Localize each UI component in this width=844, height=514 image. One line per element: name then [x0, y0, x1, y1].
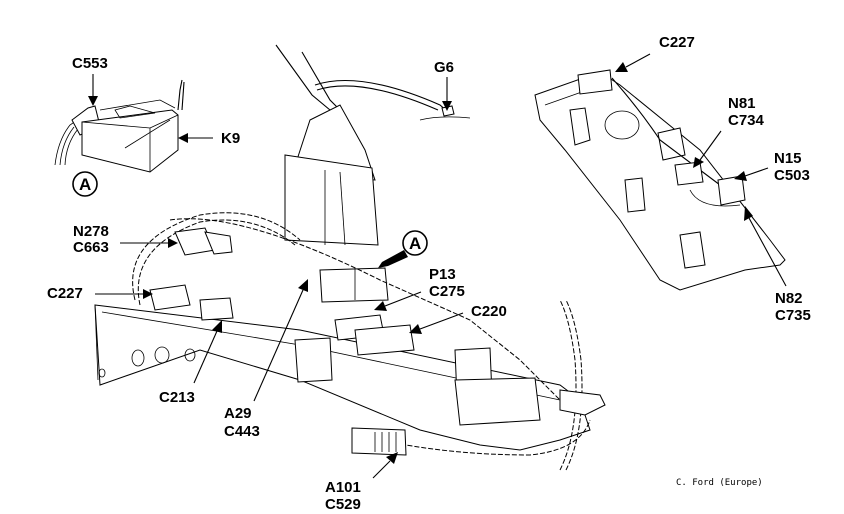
connector-c227-inset [577, 69, 613, 95]
label-a101-text: A101 [325, 479, 361, 496]
arrow-icon [386, 452, 398, 464]
label-n15-c503: N15 C503 [734, 150, 810, 184]
callout-circle-icon [72, 171, 98, 197]
label-c227-top: C227 [615, 34, 695, 72]
label-c213: C213 [159, 320, 222, 406]
label-c734-text: C734 [728, 112, 765, 129]
main-assembly [94, 44, 606, 471]
label-c227-left: C227 [47, 285, 153, 302]
label-c227-left-text: C227 [47, 285, 83, 302]
label-c663-text: C663 [73, 239, 109, 256]
connector-c227 [149, 284, 191, 311]
connector-c503 [717, 175, 746, 206]
bracket-body [534, 71, 786, 291]
arrow-icon [378, 250, 408, 268]
label-c553: C553 [72, 55, 108, 106]
callout-letter: A [409, 234, 421, 253]
arrow-icon [178, 133, 188, 143]
callout-a-detail: A [72, 171, 98, 197]
arrow-icon [734, 171, 747, 181]
label-c275-text: C275 [429, 283, 465, 300]
arrow-icon [374, 301, 387, 311]
label-k9-text: K9 [221, 130, 240, 147]
label-c220-text: C220 [471, 303, 507, 320]
harness-wires [54, 117, 81, 166]
arrow-icon [143, 289, 153, 299]
connector-c213 [199, 297, 234, 321]
connector-c529 [351, 427, 407, 456]
callout-circle-icon [402, 230, 428, 256]
label-n278-c663: N278 C663 [73, 223, 178, 256]
arrow-icon [442, 101, 452, 111]
ground-wire [314, 80, 449, 113]
lower-harness [379, 419, 591, 456]
arrow-icon [212, 320, 222, 333]
column-shroud [284, 154, 379, 246]
label-n278-text: N278 [73, 223, 109, 240]
label-g6: G6 [434, 59, 454, 111]
arrow-icon [88, 96, 98, 106]
arrow-icon [744, 206, 753, 221]
label-n81-c734: N81 C734 [693, 95, 765, 168]
label-c227-top-text: C227 [659, 34, 695, 51]
arrow-icon [168, 238, 178, 248]
label-k9: K9 [178, 130, 240, 147]
arrow-icon [693, 157, 704, 168]
label-c735-text: C735 [775, 307, 811, 324]
label-n81-text: N81 [728, 95, 756, 112]
connector-c220 [354, 324, 415, 356]
label-g6-text: G6 [434, 59, 454, 76]
module-p13 [319, 267, 389, 303]
label-a101-c529: A101 C529 [325, 452, 398, 513]
arrow-icon [409, 324, 422, 334]
label-n82-text: N82 [775, 290, 803, 307]
harness-loop [132, 212, 301, 301]
label-n15-text: N15 [774, 150, 802, 167]
arrow-icon [298, 279, 308, 292]
label-p13-text: P13 [429, 266, 456, 283]
callout-letter: A [79, 175, 91, 194]
label-c553-text: C553 [72, 55, 108, 72]
label-c213-text: C213 [159, 389, 195, 406]
arrow-icon [615, 62, 628, 72]
module-k9-body [81, 109, 179, 173]
label-c503-text: C503 [774, 167, 810, 184]
label-a29-c443: A29 C443 [224, 279, 308, 440]
copyright-credit: C. Ford (Europe) [676, 478, 763, 488]
right-inset-bracket [534, 69, 786, 291]
label-c529-text: C529 [325, 496, 361, 513]
callout-a-pointer: A [378, 230, 428, 268]
label-a29-text: A29 [224, 405, 252, 422]
connector-c734 [674, 161, 704, 186]
label-p13-c275: P13 C275 [374, 266, 465, 311]
label-c220: C220 [409, 303, 507, 334]
detail-a-module-k9 [54, 79, 185, 173]
label-c443-text: C443 [224, 423, 260, 440]
label-n82-c735: N82 C735 [744, 206, 811, 324]
